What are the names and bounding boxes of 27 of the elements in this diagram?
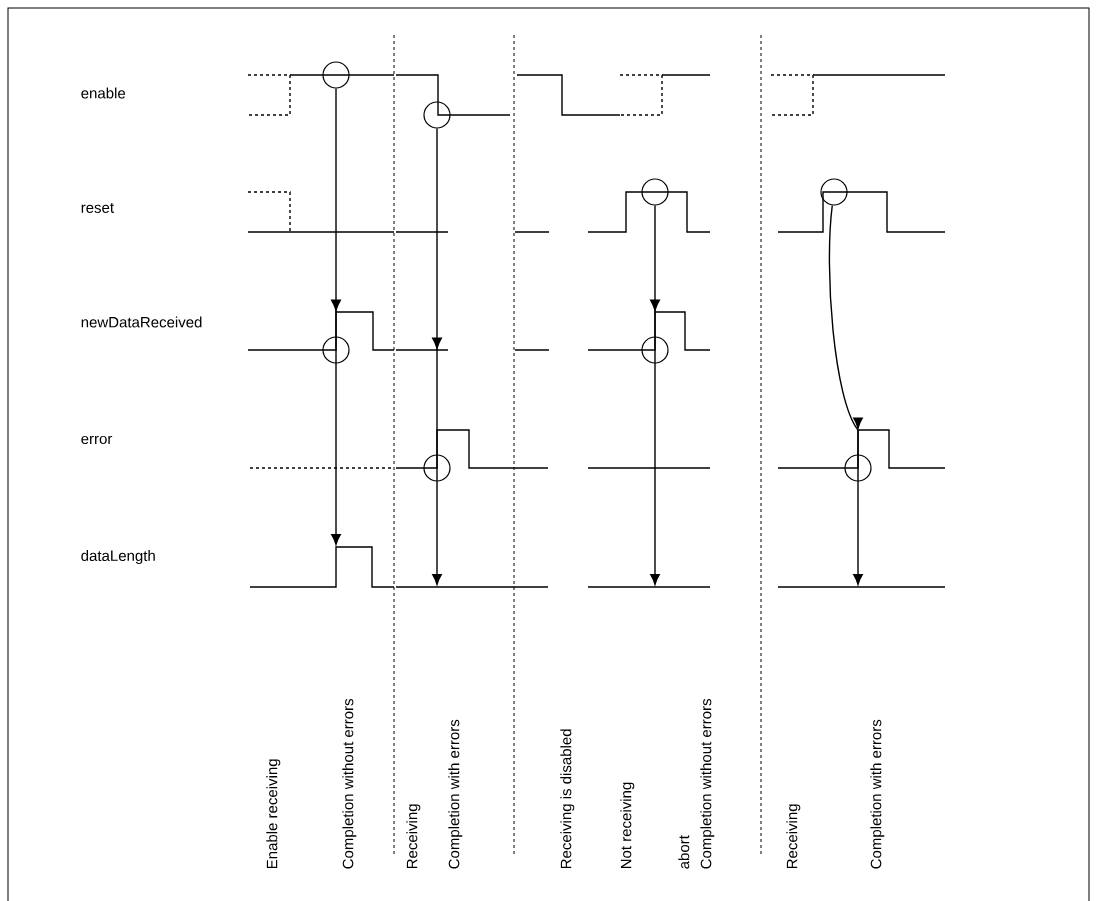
signal-name: dataLength xyxy=(81,550,155,564)
state-label: Completion with errors xyxy=(870,719,885,869)
arrow xyxy=(650,204,660,586)
signal-name: newDataReceived xyxy=(81,316,202,328)
marker-circle xyxy=(423,454,451,482)
state-label: Completion without errors xyxy=(342,699,357,869)
state-label: Receiving xyxy=(786,804,801,869)
marker-circle xyxy=(423,101,451,129)
signal-name: error xyxy=(81,435,113,445)
signal-name: enable xyxy=(81,87,126,99)
state-label: Enable receiving xyxy=(266,759,281,869)
state-label: Completion with errors xyxy=(448,719,463,869)
arrow xyxy=(828,204,863,586)
state-label: Receiving xyxy=(406,804,421,869)
marker-circle xyxy=(322,61,350,89)
marker-circle xyxy=(844,454,872,482)
arrow xyxy=(432,127,442,586)
signal-name: reset xyxy=(81,203,114,213)
state-label: Completion without errors xyxy=(700,699,715,869)
state-label: Receiving is disabled xyxy=(560,729,575,869)
marker-circle xyxy=(820,178,848,206)
marker-circle xyxy=(641,336,669,364)
state-label: abort xyxy=(678,835,690,869)
arrow xyxy=(331,87,341,546)
marker-circle xyxy=(322,336,350,364)
state-label: Not receiving xyxy=(620,782,635,869)
marker-circle xyxy=(641,178,669,206)
